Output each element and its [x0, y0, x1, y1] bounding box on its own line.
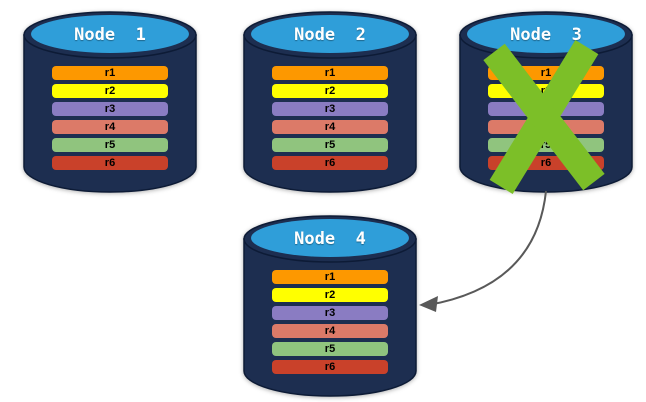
- node-1: Node 1 r1 r2 r3 r4 r5 r6: [21, 8, 199, 194]
- node-title: Node 2: [294, 25, 366, 45]
- node-2: Node 2 r1 r2 r3 r4 r5 r6: [241, 8, 419, 194]
- replica-bar-r2: r2: [52, 84, 168, 98]
- replica-bar-r4: r4: [272, 324, 388, 338]
- node-4: Node 4 r1 r2 r3 r4 r5 r6: [241, 212, 419, 398]
- replica-bar-r1: r1: [488, 66, 604, 80]
- replica-bar-r4: r4: [52, 120, 168, 134]
- replica-bar-r5: r5: [52, 138, 168, 152]
- replica-bar-r3: r3: [488, 102, 604, 116]
- replica-bar-r5: r5: [272, 138, 388, 152]
- replica-list: r1 r2 r3 r4 r5 r6: [272, 66, 388, 174]
- replica-bar-r1: r1: [272, 66, 388, 80]
- replica-bar-r6: r6: [52, 156, 168, 170]
- replica-bar-r6: r6: [272, 360, 388, 374]
- cylinder-top-face: [251, 15, 409, 53]
- failover-arrow-head: [419, 296, 438, 312]
- replica-bar-r2: r2: [272, 84, 388, 98]
- node-3: Node 3 r1 r2 r3 r4 r5 r6: [457, 8, 635, 194]
- replica-bar-r1: r1: [272, 270, 388, 284]
- replica-bar-r6: r6: [272, 156, 388, 170]
- cylinder-top-face: [251, 219, 409, 257]
- replica-bar-r2: r2: [272, 288, 388, 302]
- replica-bar-r6: r6: [488, 156, 604, 170]
- node-title: Node 3: [510, 25, 582, 45]
- cylinder-top-face: [31, 15, 189, 53]
- replica-bar-r1: r1: [52, 66, 168, 80]
- replica-list: r1 r2 r3 r4 r5 r6: [488, 66, 604, 174]
- replica-bar-r5: r5: [488, 138, 604, 152]
- node-title: Node 4: [294, 229, 366, 249]
- replica-bar-r4: r4: [488, 120, 604, 134]
- node-title: Node 1: [74, 25, 146, 45]
- replica-bar-r5: r5: [272, 342, 388, 356]
- replica-bar-r3: r3: [272, 306, 388, 320]
- replica-bar-r2: r2: [488, 84, 604, 98]
- replica-list: r1 r2 r3 r4 r5 r6: [52, 66, 168, 174]
- failover-arrow-line: [427, 190, 547, 306]
- replica-bar-r4: r4: [272, 120, 388, 134]
- replica-bar-r3: r3: [272, 102, 388, 116]
- replica-bar-r3: r3: [52, 102, 168, 116]
- replica-list: r1 r2 r3 r4 r5 r6: [272, 270, 388, 378]
